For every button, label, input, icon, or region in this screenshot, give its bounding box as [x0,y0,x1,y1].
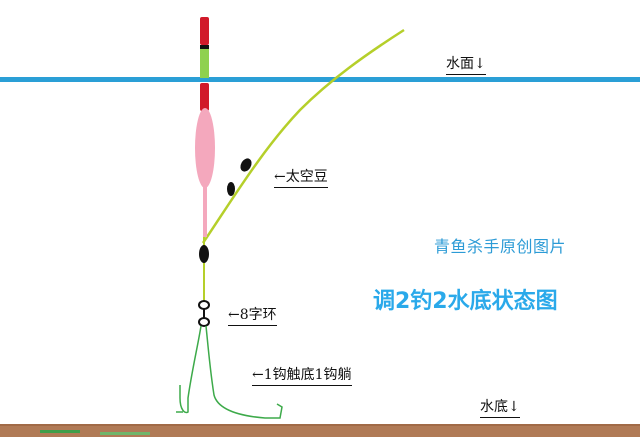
float [195,17,215,237]
space-bean-2 [227,182,235,196]
float-tip-red-bottom [200,83,209,111]
water-bottom-label: 水底↓ [480,396,520,418]
credit-text: 青鱼杀手原创图片 [434,237,567,256]
diagram-title: 调2钓2水底状态图 [373,289,558,314]
float-stem [203,185,207,237]
float-body [195,108,215,188]
float-tip-black-band [200,45,209,49]
float-tip-green [200,49,209,78]
water-surface-label: 水面↓ [446,53,486,75]
main-line [201,28,405,244]
sinker [199,245,209,263]
water-surface-line [0,77,640,82]
hook-line-left [179,325,202,414]
eight-ring-label: ←8字环 [228,304,277,326]
bottom-ground [0,424,640,437]
eight-ring-swivel [198,300,210,327]
hook-line-right [205,325,283,419]
float-tip-red-top [200,17,209,45]
hook-note-label: ←1钩触底1钩躺 [252,364,352,386]
space-bean-label: ←太空豆 [274,166,328,188]
space-bean-1 [240,158,252,172]
